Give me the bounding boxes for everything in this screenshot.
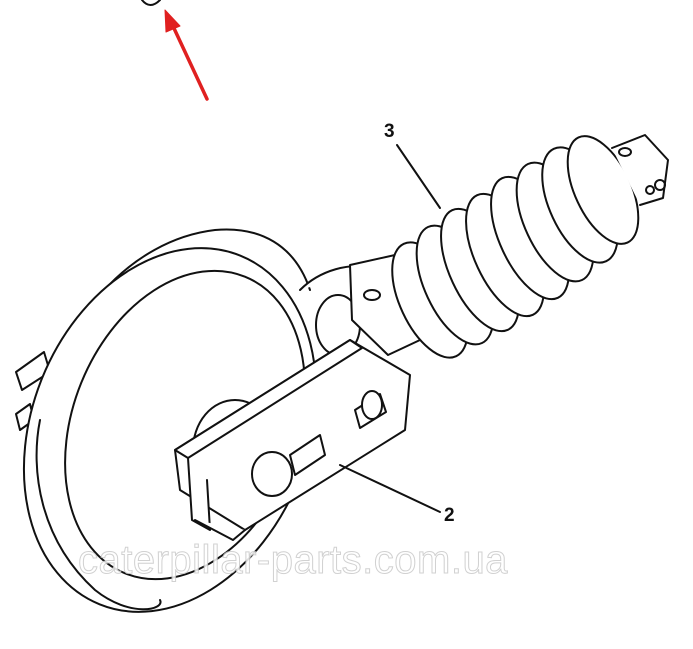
- idler-yoke: [174, 339, 411, 541]
- watermark-text: caterpillar-parts.com.ua: [78, 538, 508, 583]
- callout-label-3: 3: [384, 121, 395, 142]
- callout-label-2: 2: [444, 505, 455, 526]
- red-arrow-icon: [164, 9, 209, 101]
- recoil-spring: [299, 134, 669, 359]
- leader-line-2: [339, 464, 441, 513]
- leader-line-3: [396, 144, 441, 209]
- cutoff-part-outline: [141, 0, 161, 6]
